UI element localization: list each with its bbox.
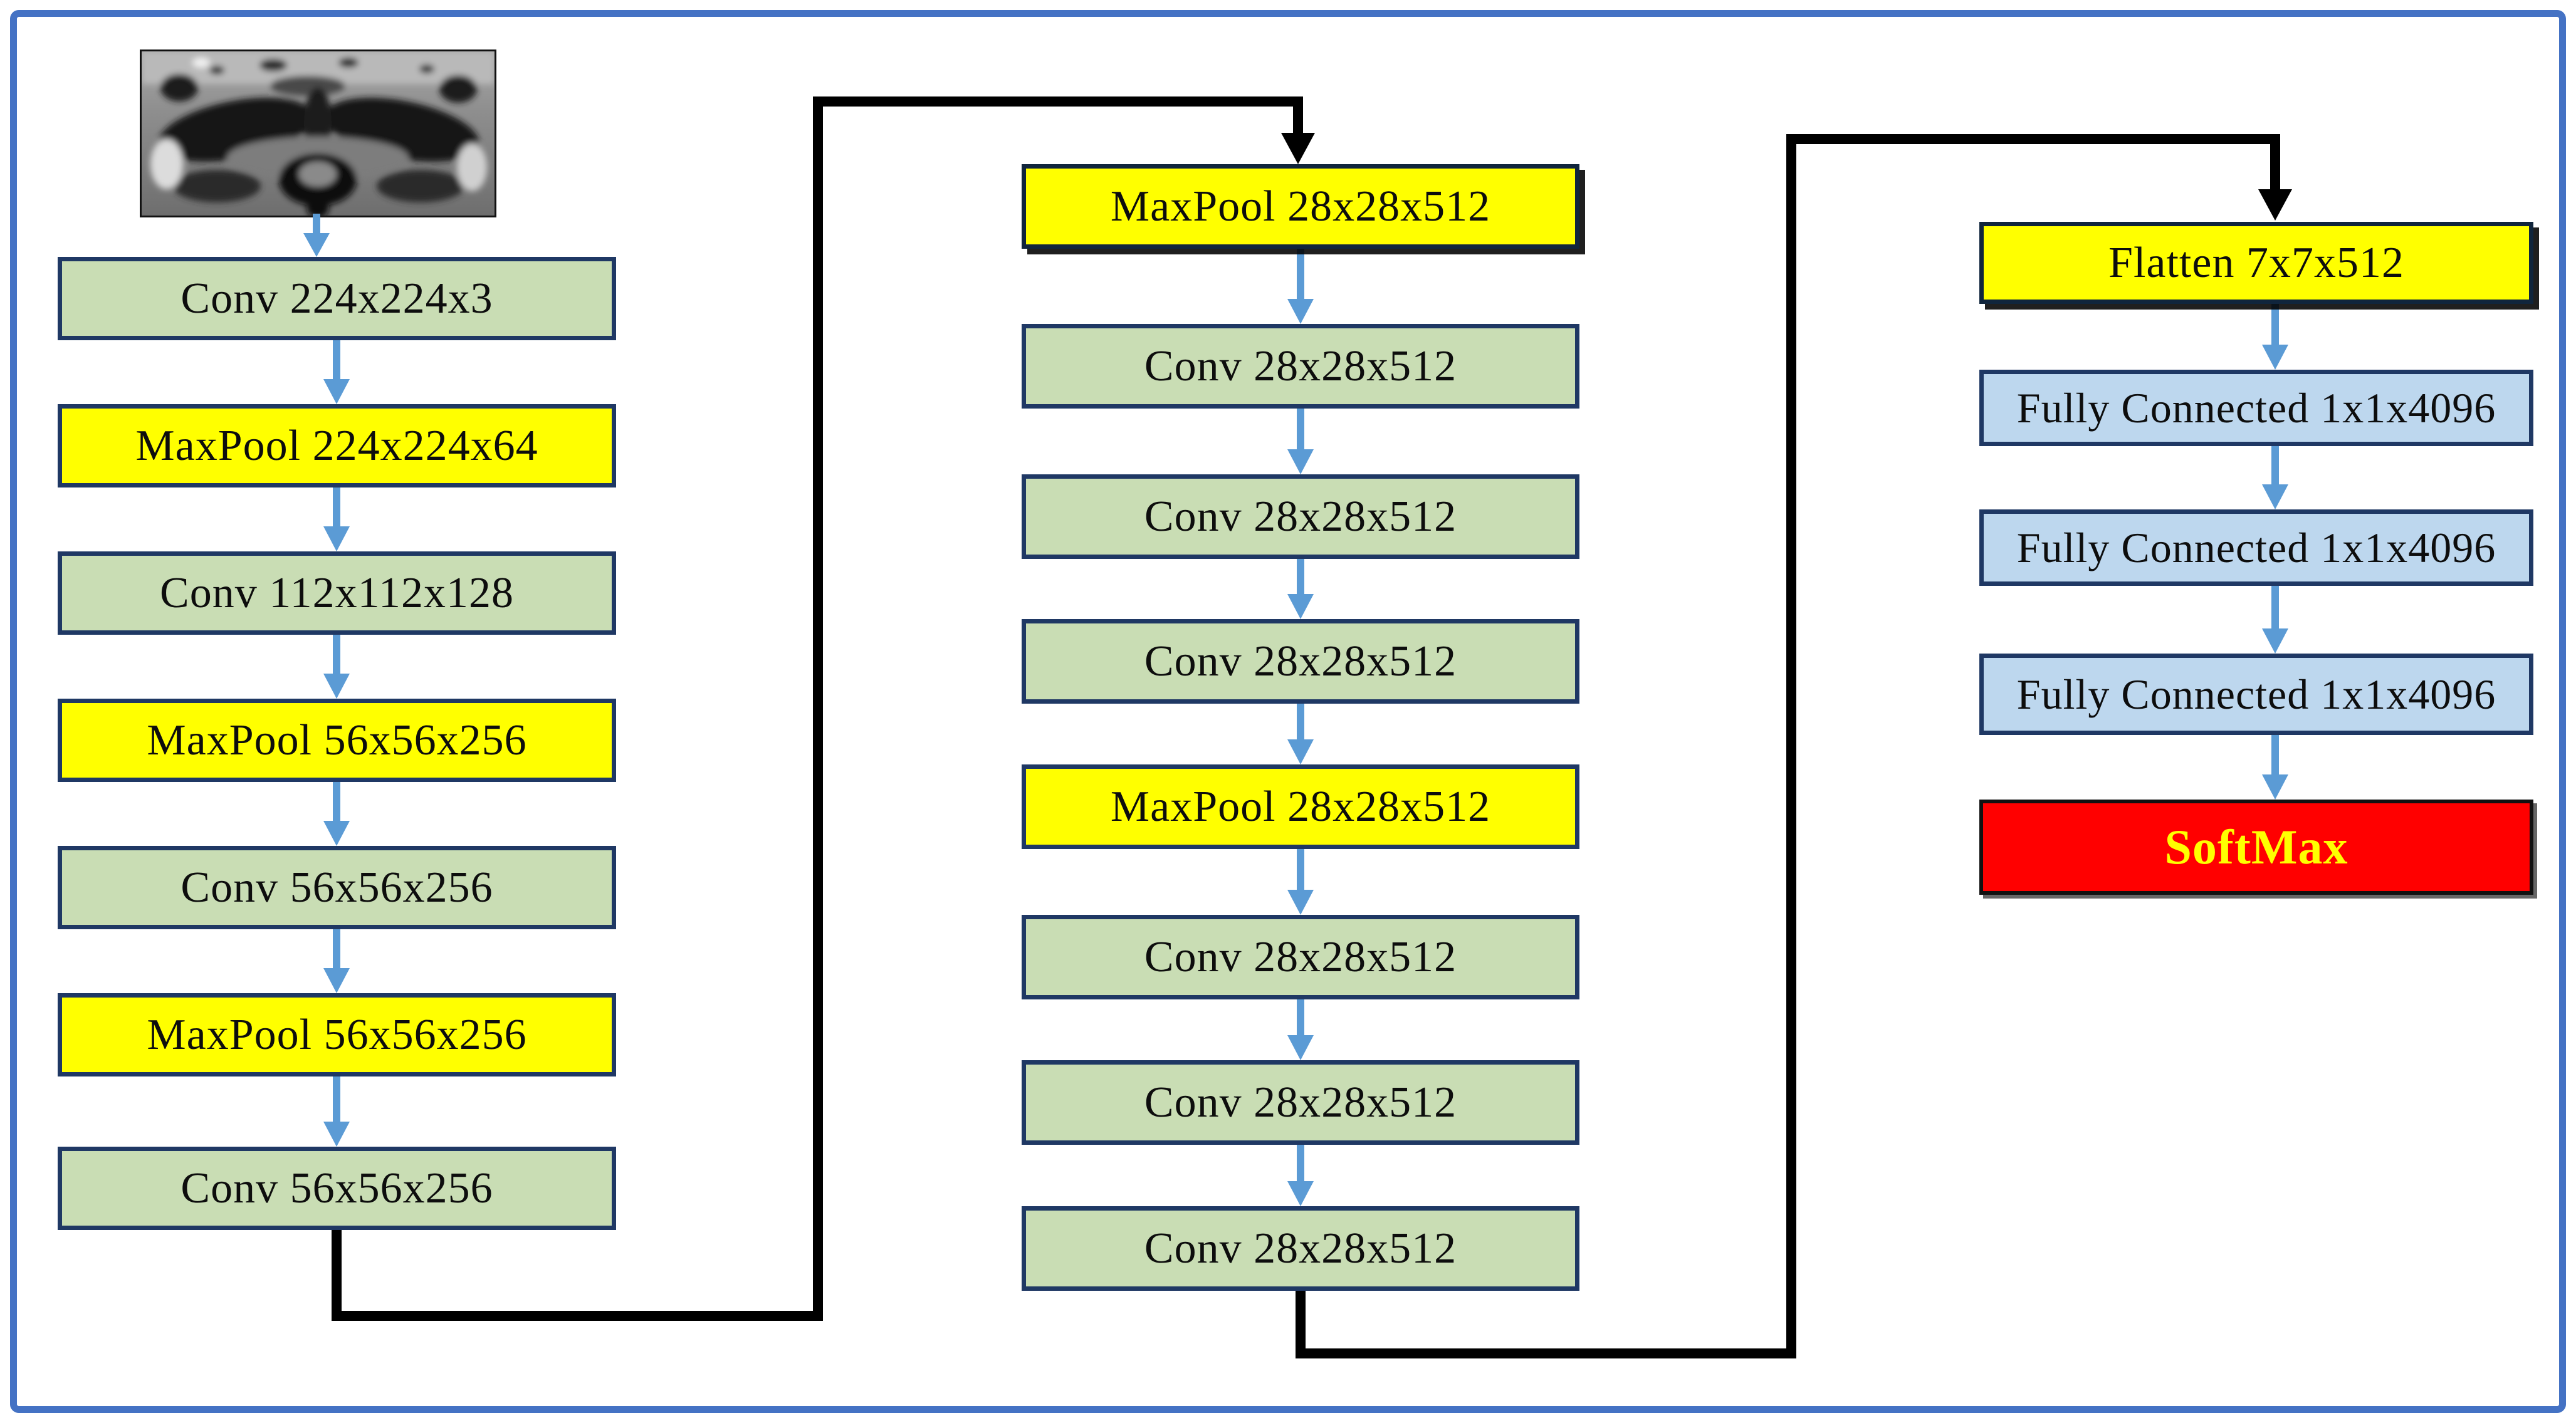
down-arrow-icon <box>2262 774 2288 800</box>
box-maxpool-56x56x256: MaxPool 56x56x256 <box>58 699 616 782</box>
box-fully-connected-1: Fully Connected 1x1x4096 <box>1979 370 2533 446</box>
box-maxpool-56x56x256-b: MaxPool 56x56x256 <box>58 993 616 1076</box>
down-arrow-icon <box>323 968 350 993</box>
box-conv-28x28x512-6: Conv 28x28x512 <box>1022 1206 1579 1291</box>
connector-arrowhead-icon <box>1281 133 1315 164</box>
down-arrow-icon <box>1287 449 1314 474</box>
mri-input-image <box>140 50 496 217</box>
box-conv-28x28x512-3: Conv 28x28x512 <box>1022 619 1579 704</box>
connector-left-to-middle <box>332 96 1315 1321</box>
down-arrow-icon <box>1287 1181 1314 1206</box>
down-arrow-icon <box>1287 739 1314 764</box>
connector-middle-to-right <box>1296 134 2292 1358</box>
down-arrow-icon <box>1287 299 1314 324</box>
flow-arrows-right <box>2262 304 2288 800</box>
box-maxpool-28x28x512-a: MaxPool 28x28x512 <box>1022 164 1579 249</box>
connector-arrowhead-icon <box>2258 189 2292 221</box>
box-conv-28x28x512-1: Conv 28x28x512 <box>1022 324 1579 409</box>
box-softmax: SoftMax <box>1979 800 2533 895</box>
down-arrow-icon <box>323 526 350 551</box>
box-fully-connected-3: Fully Connected 1x1x4096 <box>1979 654 2533 735</box>
box-conv-56x56x256-b: Conv 56x56x256 <box>58 1147 616 1230</box>
flow-arrows-middle <box>1287 249 1314 1206</box>
down-arrow-icon <box>303 233 330 257</box>
down-arrow-icon <box>2262 345 2288 370</box>
box-conv-56x56x256-a: Conv 56x56x256 <box>58 846 616 929</box>
down-arrow-icon <box>1287 594 1314 619</box>
flow-arrows-left <box>303 214 350 1147</box>
box-conv-224x224x3: Conv 224x224x3 <box>58 257 616 340</box>
down-arrow-icon <box>1287 890 1314 915</box>
box-fully-connected-2: Fully Connected 1x1x4096 <box>1979 509 2533 586</box>
down-arrow-icon <box>2262 484 2288 509</box>
down-arrow-icon <box>323 379 350 404</box>
down-arrow-icon <box>323 1122 350 1147</box>
box-conv-28x28x512-5: Conv 28x28x512 <box>1022 1060 1579 1145</box>
down-arrow-icon <box>2262 628 2288 654</box>
box-flatten-7x7x512: Flatten 7x7x512 <box>1979 222 2533 304</box>
box-conv-28x28x512-2: Conv 28x28x512 <box>1022 474 1579 559</box>
box-conv-28x28x512-4: Conv 28x28x512 <box>1022 915 1579 999</box>
down-arrow-icon <box>323 821 350 846</box>
box-conv-112x112x128: Conv 112x112x128 <box>58 551 616 635</box>
down-arrow-icon <box>323 674 350 699</box>
down-arrow-icon <box>1287 1035 1314 1060</box>
box-maxpool-224x224x64: MaxPool 224x224x64 <box>58 404 616 487</box>
box-maxpool-28x28x512-b: MaxPool 28x28x512 <box>1022 764 1579 849</box>
